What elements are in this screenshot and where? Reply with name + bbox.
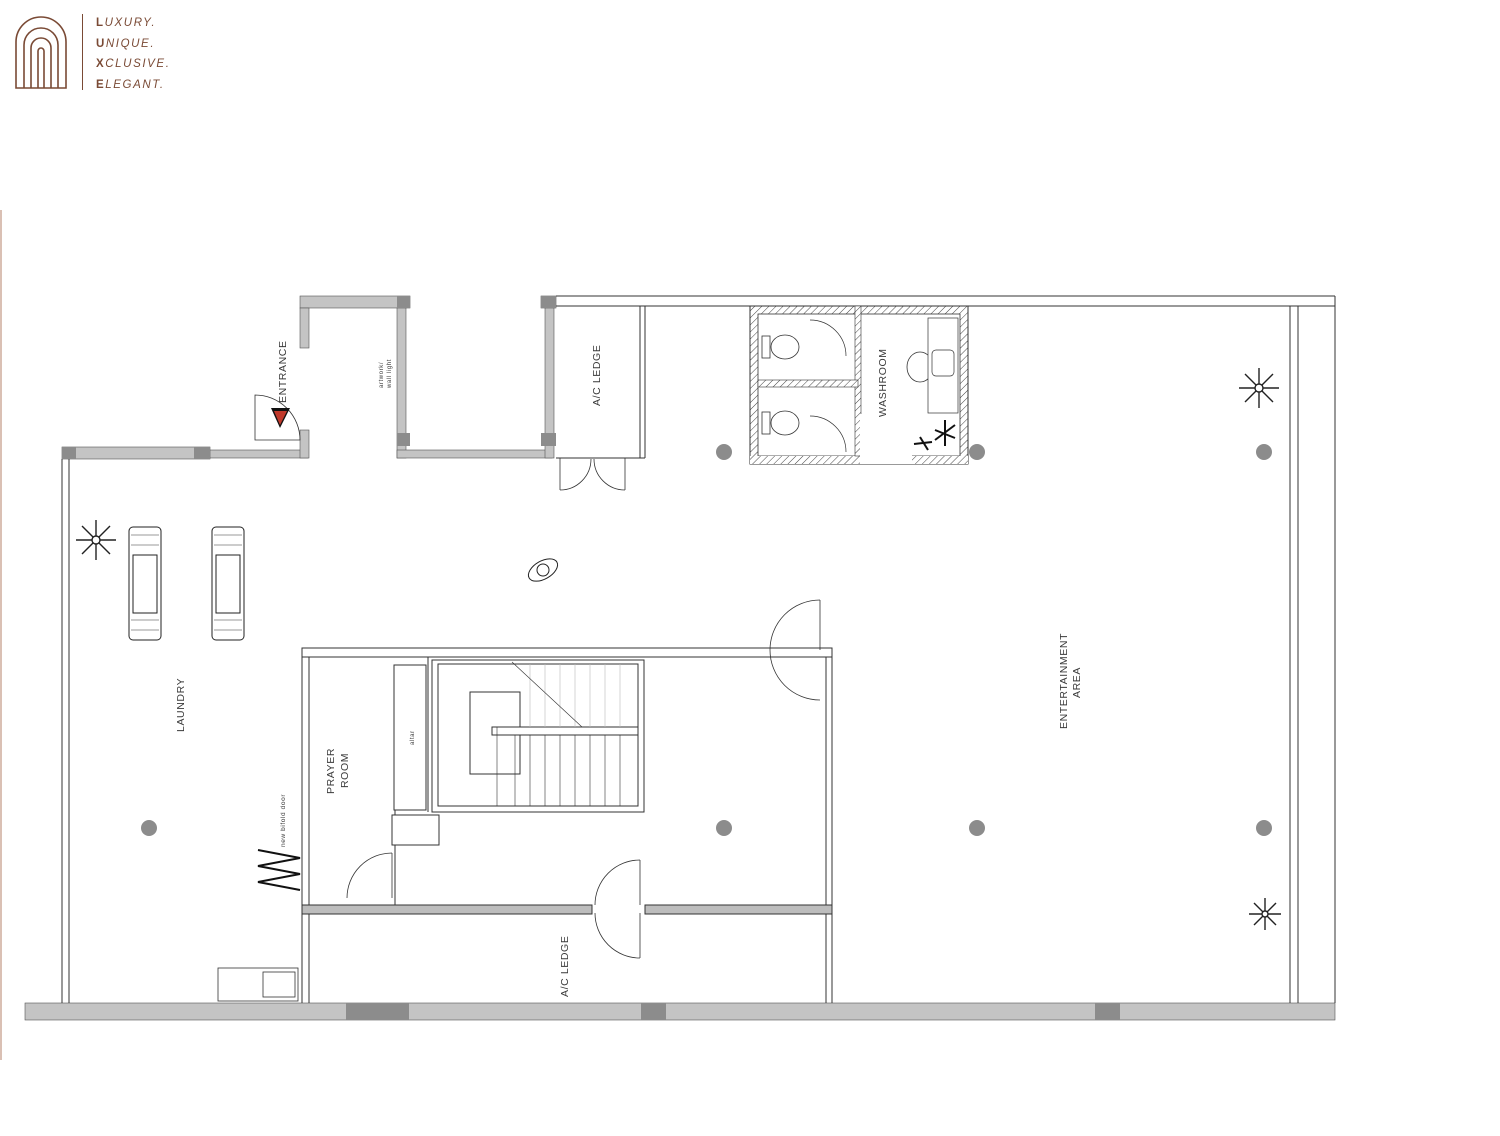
label-ac-ledge-bottom: A/C LEDGE: [559, 936, 571, 997]
room-labels: ENTRANCE artwork/ wall light A/C LEDGE W…: [175, 340, 1083, 997]
tagline-line-3: XCLUSIVE.: [96, 58, 171, 70]
toilet-icon: [770, 334, 800, 360]
core-doors: [257, 599, 821, 959]
toilet-icon: [770, 410, 800, 436]
tagline-line-2: UNIQUE.: [96, 37, 156, 50]
label-artwork: artwork/: [379, 362, 385, 388]
tagline-line-4: ELEGANT.: [96, 78, 165, 91]
label-artwork-2: wall light: [387, 359, 393, 389]
tagline-line-1: LUXURY.: [96, 17, 157, 29]
entrance-marker-icon: [274, 411, 287, 425]
label-bifold-door: new bifold door: [280, 794, 287, 847]
entrance-door: [254, 394, 301, 441]
label-laundry: LAUNDRY: [175, 678, 187, 732]
core-block: [301, 647, 833, 1003]
brand-tagline: LUXURY. UNIQUE. XCLUSIVE. ELEGANT.: [96, 13, 171, 95]
basin-icon: [931, 349, 955, 377]
plant-icon: [913, 420, 956, 451]
label-washroom: WASHROOM: [877, 348, 889, 417]
person-icon: [527, 558, 559, 582]
outer-lines: [61, 295, 1336, 1003]
label-ac-ledge-top: A/C LEDGE: [591, 345, 603, 406]
lounger-icon: [128, 526, 245, 641]
label-entertainment: ENTERTAINMENT: [1058, 633, 1070, 729]
label-prayer: PRAYER: [325, 748, 337, 794]
sink-icon: [217, 914, 303, 1003]
ac-ledge-door: [559, 458, 626, 491]
round-columns: [141, 444, 1272, 836]
label-entertainment-2: AREA: [1071, 667, 1083, 698]
plant-icon: [76, 368, 1281, 930]
label-altar: altar: [410, 730, 416, 745]
label-entrance: ENTRANCE: [277, 340, 289, 403]
brand-logo: [14, 12, 204, 92]
washroom-block: [749, 305, 969, 465]
stair-treads: [496, 661, 621, 806]
columns: [62, 296, 1120, 1020]
label-prayer-2: ROOM: [339, 753, 351, 788]
